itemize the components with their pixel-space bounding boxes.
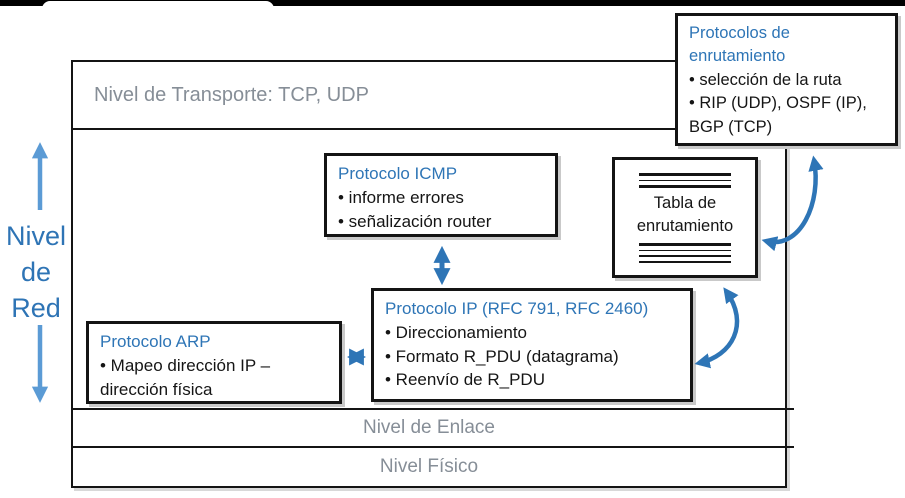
table-lines-bottom-icon [638, 239, 732, 267]
physical-layer-band: Nivel Físico [73, 446, 785, 486]
icmp-bullet: • informe errores [338, 187, 464, 207]
physical-layer-label: Nivel Físico [379, 456, 479, 477]
arp-protocol-box: Protocolo ARP • Mapeo dirección IP – dir… [86, 321, 342, 404]
ip-bullet: • Direccionamiento [385, 322, 528, 342]
ip-protocol-box: Protocolo IP (RFC 791, RFC 2460) • Direc… [371, 288, 693, 402]
routing-table-box: Tabla de enrutamiento [612, 157, 758, 278]
network-layer-side-label: Nivel de Red [5, 221, 66, 324]
divider-stub [787, 446, 794, 448]
slide-top-bar [0, 0, 905, 6]
network-stack-box: Nivel de Transporte: TCP, UDP Nivel de E… [71, 60, 787, 488]
routing-protocols-bullet: • RIP (UDP), OSPF (IP), BGP (TCP) [689, 94, 867, 136]
icmp-bullet: • señalización router [338, 211, 492, 231]
link-layer-band: Nivel de Enlace [73, 408, 785, 446]
ip-bullet: • Formato R_PDU (datagrama) [385, 346, 619, 366]
table-lines-top-icon [638, 169, 732, 192]
transport-layer-label: Nivel de Transporte: TCP, UDP [94, 84, 369, 106]
divider-stub [787, 408, 794, 410]
routing-protocols-box: Protocolos de enrutamiento • selección d… [675, 13, 898, 146]
routing-table-label: Tabla de enrutamiento [636, 193, 734, 236]
ip-box-title: Protocolo IP (RFC 791, RFC 2460) [385, 299, 649, 318]
arp-bullet: • Mapeo dirección IP – dirección física [100, 355, 271, 399]
link-layer-label: Nivel de Enlace [362, 417, 496, 438]
ip-bullet: • Reenvío de R_PDU [385, 370, 545, 390]
routing-protocols-title: Protocolos de enrutamiento [689, 24, 790, 66]
arp-box-title: Protocolo ARP [100, 332, 211, 351]
icmp-protocol-box: Protocolo ICMP • informe errores • señal… [324, 153, 558, 237]
routing-protocols-bullet: • selección de la ruta [689, 70, 842, 89]
slide-top-notch [42, 1, 274, 9]
icmp-box-title: Protocolo ICMP [338, 164, 458, 183]
transport-layer-band: Nivel de Transporte: TCP, UDP [73, 62, 785, 130]
